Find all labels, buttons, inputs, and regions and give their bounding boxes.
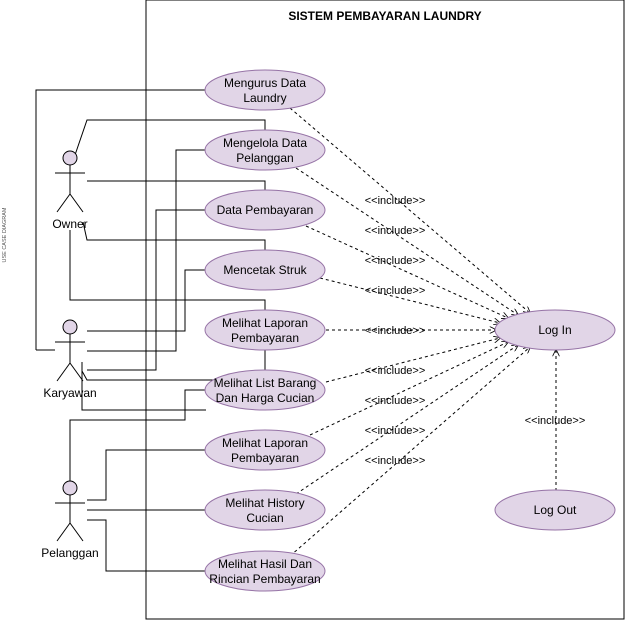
associations (35, 89, 266, 572)
system-title: SISTEM PEMBAYARAN LAUNDRY (288, 9, 481, 23)
usecase-label: Log In (538, 323, 571, 337)
usecase-label: Melihat List Barang (214, 376, 317, 390)
include-line-uc1 (289, 107, 530, 313)
assoc-karyawan-uc2 (87, 149, 206, 352)
usecase-melihat-hasil-rincian[interactable]: Melihat Hasil Dan Rincian Pembayaran (204, 550, 326, 592)
assoc-pelanggan-uc9 (87, 519, 206, 572)
use-cases: Mengurus Data Laundry Mengelola Data Pel… (204, 69, 616, 592)
include-line-uc2 (295, 167, 518, 315)
stick-figure-icon (55, 319, 85, 382)
include-label-8: <<include>> (365, 425, 426, 437)
assoc-pelanggan-uc6 (69, 409, 206, 481)
usecase-mengurus-data-laundry[interactable]: Mengurus Data Laundry (204, 69, 326, 111)
assoc-karyawan-uc3 (87, 209, 206, 371)
usecase-log-out[interactable]: Log Out (494, 489, 616, 531)
include-labels: <<include>> <<include>> <<include>> <<in… (365, 195, 586, 467)
include-line-uc7 (309, 342, 508, 436)
usecase-label: Pelanggan (236, 151, 293, 165)
assoc-owner-uc1 (35, 89, 206, 350)
actor-label: Pelanggan (41, 546, 98, 560)
side-label: USE CASE DIAGRAM (2, 207, 8, 262)
usecase-label: Mencetak Struk (223, 263, 307, 277)
usecase-melihat-laporan-pembayaran-2[interactable]: Melihat Laporan Pembayaran (204, 429, 326, 471)
include-line-uc4 (319, 277, 500, 323)
usecase-label: Melihat Laporan (222, 436, 308, 450)
usecase-label: Pembayaran (231, 451, 299, 465)
usecase-label: Dan Harga Cucian (216, 391, 315, 405)
include-label-logout: <<include>> (525, 415, 586, 427)
include-lines (289, 107, 556, 557)
include-label-4: <<include>> (365, 285, 426, 297)
stick-figure-icon (55, 150, 85, 213)
assoc-owner-uc2 (74, 119, 266, 156)
include-label-1: <<include>> (365, 195, 426, 207)
include-line-uc3 (305, 225, 508, 318)
include-label-2: <<include>> (365, 225, 426, 237)
actor-label: Karyawan (43, 386, 96, 400)
usecase-label: Cucian (246, 511, 283, 525)
usecase-label: Data Pembayaran (217, 203, 314, 217)
stick-figure-icon (55, 480, 85, 542)
usecase-label: Mengelola Data (223, 136, 307, 150)
usecase-label: Rincian Pembayaran (209, 572, 320, 586)
assoc-pelanggan-uc7 (87, 449, 206, 501)
include-label-9: <<include>> (365, 455, 426, 467)
usecase-melihat-list-barang[interactable]: Melihat List Barang Dan Harga Cucian (204, 369, 326, 411)
usecase-label: Melihat Hasil Dan (218, 557, 312, 571)
include-label-6: <<include>> (365, 365, 426, 377)
include-label-5: <<include>> (365, 325, 426, 337)
assoc-owner-uc5 (69, 230, 266, 310)
assoc-owner-uc3 (87, 180, 266, 191)
usecase-melihat-laporan-pembayaran-1[interactable]: Melihat Laporan Pembayaran (204, 309, 326, 351)
include-line-uc9 (289, 347, 530, 557)
usecase-label: Laundry (243, 91, 286, 105)
usecase-data-pembayaran[interactable]: Data Pembayaran (204, 189, 326, 231)
usecase-label: Melihat Laporan (222, 316, 308, 330)
usecase-label: Log Out (534, 503, 577, 517)
include-line-uc8 (295, 345, 518, 495)
actor-label: Owner (52, 217, 87, 231)
actor-karyawan[interactable]: Karyawan (43, 319, 97, 400)
actor-owner[interactable]: Owner (52, 150, 88, 231)
assoc-karyawan-uc4 (87, 269, 206, 332)
usecase-mengelola-data-pelanggan[interactable]: Mengelola Data Pelanggan (204, 129, 326, 171)
usecase-mencetak-struk[interactable]: Mencetak Struk (204, 249, 326, 291)
assoc-karyawan-uc5 (81, 350, 266, 381)
actor-pelanggan[interactable]: Pelanggan (41, 480, 99, 560)
include-label-3: <<include>> (365, 255, 426, 267)
assoc-pelanggan-uc6b (70, 389, 206, 421)
system-boundary (145, 0, 625, 620)
include-label-7: <<include>> (365, 395, 426, 407)
usecase-label: Mengurus Data (224, 76, 306, 90)
usecase-label: Melihat History (225, 496, 304, 510)
usecase-log-in[interactable]: Log In (494, 309, 616, 351)
usecase-label: Pembayaran (231, 331, 299, 345)
usecase-melihat-history-cucian[interactable]: Melihat History Cucian (204, 489, 326, 531)
assoc-karyawan-uc6c (81, 362, 185, 411)
